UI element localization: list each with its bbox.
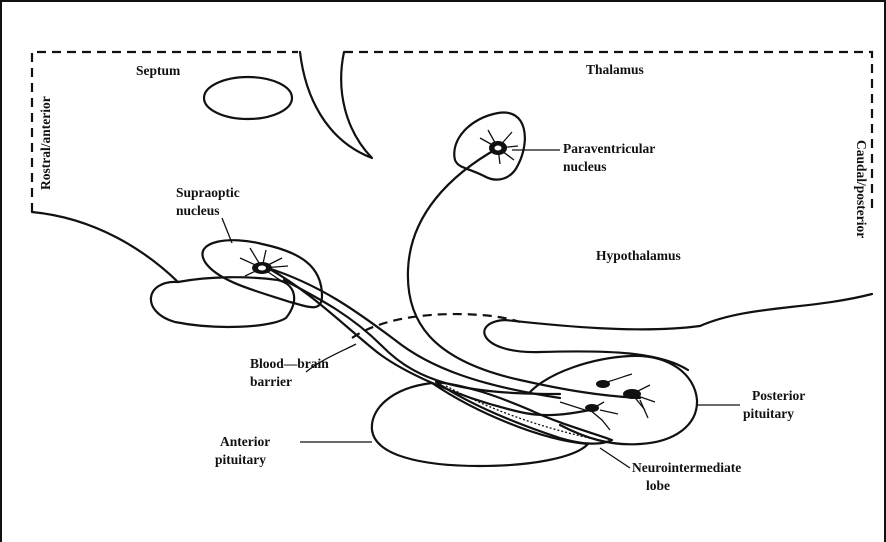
label-neurointermediate-1: Neurointermediate [632, 460, 741, 475]
label-supraoptic-1: Supraoptic [176, 185, 240, 200]
label-bbb-2: barrier [250, 374, 292, 389]
paraventricular-axon [408, 148, 640, 398]
label-hypothalamus: Hypothalamus [596, 248, 681, 263]
label-paraventricular-2: nucleus [563, 159, 607, 174]
label-anterior-1: Anterior [220, 434, 270, 449]
septum-structure [204, 77, 292, 119]
label-posterior-1: Posterior [752, 388, 805, 403]
ventral-brain-outline [284, 280, 560, 394]
label-neurointermediate-2: lobe [646, 478, 670, 493]
label-septum: Septum [136, 63, 181, 78]
label-supraoptic-2: nucleus [176, 203, 220, 218]
label-rostral-anterior: Rostral/anterior [38, 96, 53, 190]
hypothalamus-outline [32, 212, 178, 282]
label-caudal-posterior: Caudal/posterior [854, 140, 869, 238]
leader-neurointermediate [600, 448, 630, 468]
paraventricular-neuron [480, 130, 518, 164]
label-anterior-2: pituitary [215, 452, 266, 467]
axon-terminals [560, 374, 655, 430]
label-posterior-2: pituitary [743, 406, 794, 421]
third-ventricle-floor [484, 294, 872, 370]
label-bbb-1: Blood—brain [250, 356, 329, 371]
posterior-pituitary-outline [530, 356, 697, 444]
label-paraventricular-1: Paraventricular [563, 141, 655, 156]
fornix-structure [300, 52, 372, 158]
optic-chiasm [151, 277, 294, 327]
anterior-pituitary-outline [372, 383, 588, 466]
label-thalamus: Thalamus [586, 62, 644, 77]
